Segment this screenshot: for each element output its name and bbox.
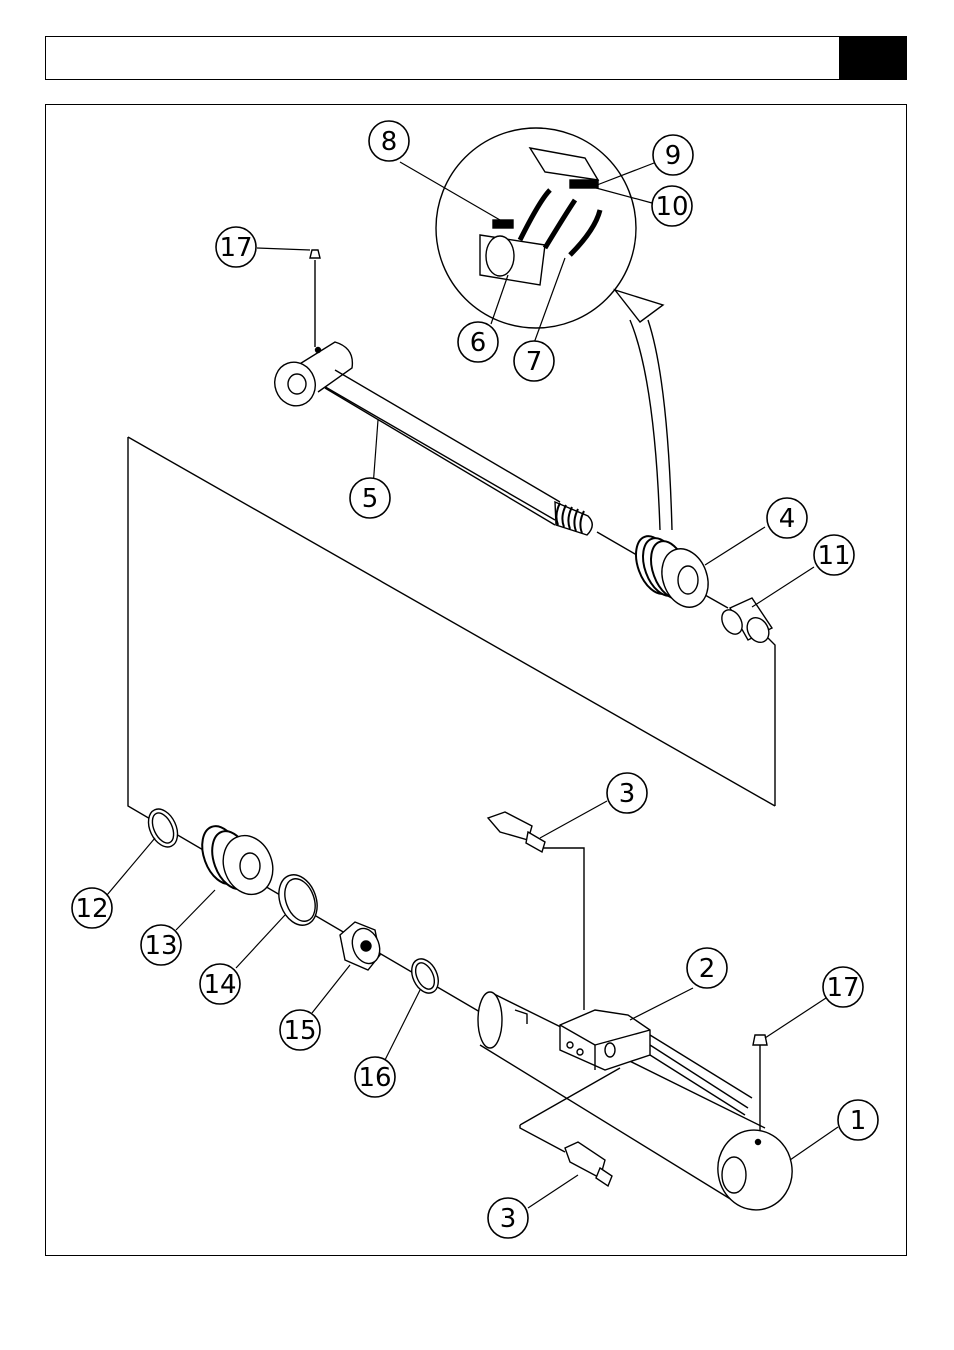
callout-17: 17	[216, 227, 256, 267]
callout-label: 4	[779, 504, 796, 534]
callout-label: 16	[358, 1063, 391, 1093]
callout-label: 17	[219, 233, 252, 263]
callout-13: 13	[141, 925, 181, 965]
callout-label: 14	[203, 970, 236, 1000]
callout-label: 1	[850, 1106, 867, 1136]
callout-label: 13	[144, 931, 177, 961]
callout-3: 3	[607, 773, 647, 813]
part-ring-14	[272, 869, 324, 930]
callout-label: 6	[470, 328, 487, 358]
callout-label: 9	[665, 141, 682, 171]
leader-lines	[107, 162, 838, 1208]
callout-5: 5	[350, 478, 390, 518]
part-gland-13	[195, 821, 281, 902]
callout-1: 1	[838, 1100, 878, 1140]
callout-label: 15	[283, 1016, 316, 1046]
callout-6: 6	[458, 322, 498, 362]
callout-10: 10	[652, 186, 692, 226]
part-grease-nipple-lower	[753, 1035, 767, 1045]
callout-9: 9	[653, 135, 693, 175]
callout-label: 11	[817, 541, 850, 571]
part-grease-nipple-upper	[310, 250, 320, 258]
part-valve-upper	[488, 812, 545, 852]
callout-17: 17	[823, 967, 863, 1007]
callout-16: 16	[355, 1057, 395, 1097]
part-manifold-block	[560, 1010, 752, 1115]
callout-8: 8	[369, 121, 409, 161]
part-oring-16	[407, 955, 444, 998]
detail-arrow	[615, 290, 672, 530]
callout-label: 17	[826, 973, 859, 1003]
callout-label: 12	[75, 894, 108, 924]
callout-label: 10	[655, 192, 688, 222]
callout-14: 14	[200, 964, 240, 1004]
callout-2: 2	[687, 948, 727, 988]
part-bushing	[718, 598, 773, 646]
callout-label: 3	[500, 1204, 517, 1234]
callout-3: 3	[488, 1198, 528, 1238]
callout-11: 11	[814, 535, 854, 575]
callout-12: 12	[72, 888, 112, 928]
part-piston	[629, 531, 716, 614]
part-nut-15	[340, 922, 384, 970]
callout-4: 4	[767, 498, 807, 538]
callout-15: 15	[280, 1010, 320, 1050]
callout-label: 5	[362, 484, 379, 514]
callout-label: 3	[619, 779, 636, 809]
callout-7: 7	[514, 341, 554, 381]
callout-label: 2	[699, 954, 716, 984]
callout-label: 7	[526, 347, 543, 377]
detail-view-circle	[436, 128, 636, 328]
assembly-lines	[128, 260, 775, 1152]
callout-label: 8	[381, 127, 398, 157]
